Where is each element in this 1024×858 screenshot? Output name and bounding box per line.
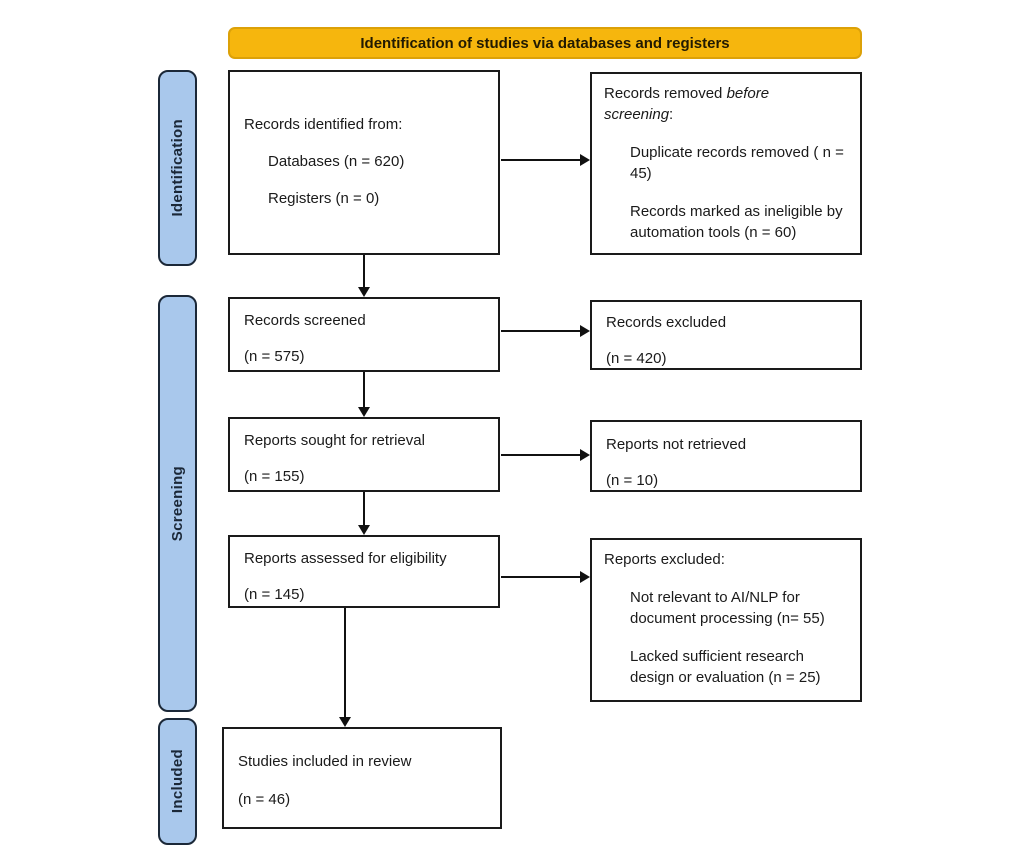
stage-label-screening: Screening xyxy=(158,295,197,712)
box-records-removed-item-duplicates: Duplicate records removed ( n = 45) xyxy=(630,144,844,182)
box-records-identified-item-registers: Registers (n = 0) xyxy=(268,190,380,207)
box-records-removed-title-italic: before screening xyxy=(604,85,770,123)
stage-label-identification-text: Identification xyxy=(169,119,186,217)
box-records-excluded: Records excluded (n = 420) xyxy=(590,300,862,370)
box-reports-sought-count: (n = 155) xyxy=(244,468,305,485)
box-reports-sought-title: Reports sought for retrieval xyxy=(244,432,425,449)
box-reports-excluded: Reports excluded: Not relevant to AI/NLP… xyxy=(590,538,862,702)
box-records-removed-title-prefix: Records removed xyxy=(604,85,727,102)
stage-label-included-text: Included xyxy=(169,749,186,814)
box-records-excluded-count: (n = 420) xyxy=(606,350,667,367)
box-records-removed-title: Records removed before screening: xyxy=(604,83,809,125)
box-reports-excluded-title: Reports excluded: xyxy=(604,551,725,568)
arrow-down-icon xyxy=(363,372,365,407)
box-records-screened: Records screened (n = 575) xyxy=(228,297,500,372)
box-reports-assessed: Reports assessed for eligibility (n = 14… xyxy=(228,535,500,608)
box-records-removed-title-suffix: : xyxy=(669,106,674,123)
arrow-right-icon xyxy=(501,330,580,332)
box-reports-excluded-item-design: Lacked sufficient research design or eva… xyxy=(630,648,821,686)
box-records-identified-item-databases: Databases (n = 620) xyxy=(268,153,405,170)
box-reports-not-retrieved-title: Reports not retrieved xyxy=(606,436,747,453)
banner-title: Identification of studies via databases … xyxy=(360,34,730,52)
box-reports-not-retrieved: Reports not retrieved (n = 10) xyxy=(590,420,862,492)
arrow-right-icon xyxy=(501,159,580,161)
box-reports-assessed-title: Reports assessed for eligibility xyxy=(244,550,447,567)
box-reports-excluded-item-relevance: Not relevant to AI/NLP for document proc… xyxy=(630,589,825,627)
box-records-screened-count: (n = 575) xyxy=(244,348,305,365)
stage-label-screening-text: Screening xyxy=(169,465,186,542)
arrow-down-icon xyxy=(363,255,365,287)
arrow-down-icon xyxy=(344,608,346,717)
box-records-excluded-title: Records excluded xyxy=(606,314,727,331)
stage-label-included: Included xyxy=(158,718,197,845)
box-studies-included-count: (n = 46) xyxy=(238,791,291,808)
box-records-identified-title: Records identified from: xyxy=(244,116,403,133)
arrow-down-icon xyxy=(363,492,365,525)
box-reports-not-retrieved-count: (n = 10) xyxy=(606,472,659,489)
box-records-removed: Records removed before screening: Duplic… xyxy=(590,72,862,255)
arrow-right-icon xyxy=(501,454,580,456)
box-reports-assessed-count: (n = 145) xyxy=(244,586,305,603)
banner: Identification of studies via databases … xyxy=(228,27,862,59)
box-studies-included: Studies included in review (n = 46) xyxy=(222,727,502,829)
arrow-right-icon xyxy=(501,576,580,578)
box-reports-sought: Reports sought for retrieval (n = 155) xyxy=(228,417,500,492)
box-records-identified: Records identified from: Databases (n = … xyxy=(228,70,500,255)
box-studies-included-title: Studies included in review xyxy=(238,753,412,770)
stage-label-identification: Identification xyxy=(158,70,197,266)
box-records-screened-title: Records screened xyxy=(244,312,366,329)
box-records-removed-item-automation: Records marked as ineligible by automati… xyxy=(630,203,843,241)
